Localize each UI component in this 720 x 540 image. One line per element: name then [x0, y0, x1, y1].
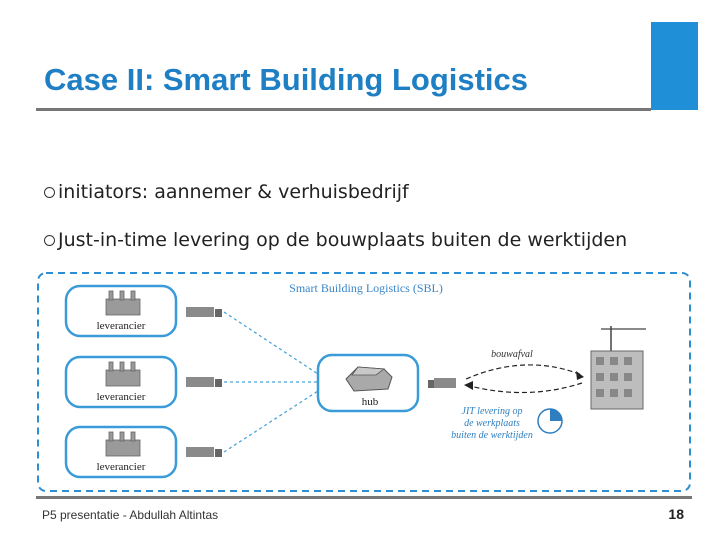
- diagram-frame: [37, 272, 691, 492]
- supplier-node: leverancier: [64, 355, 178, 409]
- bullet-text: Just-in-time levering op de bouwplaats b…: [58, 229, 628, 251]
- factory-icon: [105, 290, 141, 316]
- jit-label-line: buiten de werktijden: [451, 430, 533, 441]
- jit-label-line: de werkplaats: [464, 418, 520, 429]
- accent-bar: [651, 22, 698, 110]
- truck-icon: [186, 377, 222, 387]
- factory-icon: [105, 361, 141, 387]
- jit-label-line: JIT levering op: [462, 406, 523, 417]
- bullet-item: Just-in-time levering op de bouwplaats b…: [44, 229, 627, 251]
- supplier-label: leverancier: [97, 320, 146, 332]
- supplier-node: leverancier: [64, 284, 178, 338]
- hub-label: hub: [362, 396, 379, 408]
- waste-label: bouwafval: [491, 349, 533, 360]
- bullet-item: initiators: aannemer & verhuisbedrijf: [44, 181, 409, 203]
- diagram-title: Smart Building Logistics (SBL): [289, 281, 443, 295]
- footer-divider: [36, 496, 692, 499]
- arrowhead: [576, 371, 584, 380]
- building-icon: [590, 326, 646, 410]
- arrowhead: [464, 381, 473, 390]
- circle-bullet-icon: [44, 234, 55, 246]
- exchange-arrows: [465, 364, 583, 394]
- truck-icon: [186, 307, 222, 317]
- warehouse-icon: [345, 366, 393, 392]
- page-number: 18: [668, 506, 684, 522]
- sbl-diagram: Smart Building Logistics (SBL) leveranci…: [37, 272, 691, 492]
- supplier-node: leverancier: [64, 425, 178, 479]
- supplier-label: leverancier: [97, 461, 146, 473]
- footer-text: P5 presentatie - Abdullah Altintas: [42, 508, 219, 522]
- truck-icon: [186, 447, 222, 457]
- hub-node: hub: [316, 353, 420, 413]
- bullet-text: initiators: aannemer & verhuisbedrijf: [58, 181, 409, 203]
- factory-icon: [105, 431, 141, 457]
- clock-icon: [537, 408, 563, 434]
- truck-icon: [428, 378, 456, 388]
- supplier-label: leverancier: [97, 391, 146, 403]
- slide-title: Case II: Smart Building Logistics: [44, 62, 529, 97]
- circle-bullet-icon: [44, 186, 55, 198]
- flow-lines: [223, 311, 319, 453]
- title-divider: [36, 108, 651, 111]
